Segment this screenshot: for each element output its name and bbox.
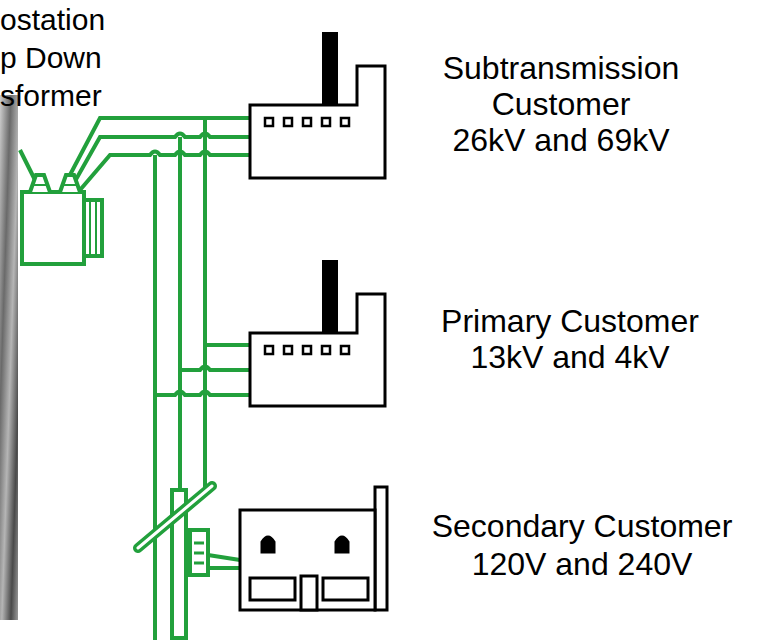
cropped-label: sformer: [0, 79, 102, 113]
factory-building: [250, 260, 385, 406]
voltage-label: 26kV and 69kV: [452, 123, 669, 159]
voltage-label: 120V and 240V: [472, 547, 693, 583]
cropped-label: p Down: [0, 41, 102, 75]
customer-label: Secondary Customer: [432, 509, 733, 545]
photo-strip: [0, 95, 18, 620]
cropped-label: ostation: [0, 3, 105, 37]
customer-label: Subtransmission Customer: [411, 51, 711, 123]
customer-label: Primary Customer: [441, 304, 699, 340]
power-wires: [20, 118, 250, 640]
substation-transformer: [22, 175, 102, 264]
factory-building: [250, 32, 385, 178]
voltage-label: 13kV and 4kV: [470, 340, 669, 376]
house-building: [240, 487, 387, 610]
utility-pole: [138, 486, 212, 638]
